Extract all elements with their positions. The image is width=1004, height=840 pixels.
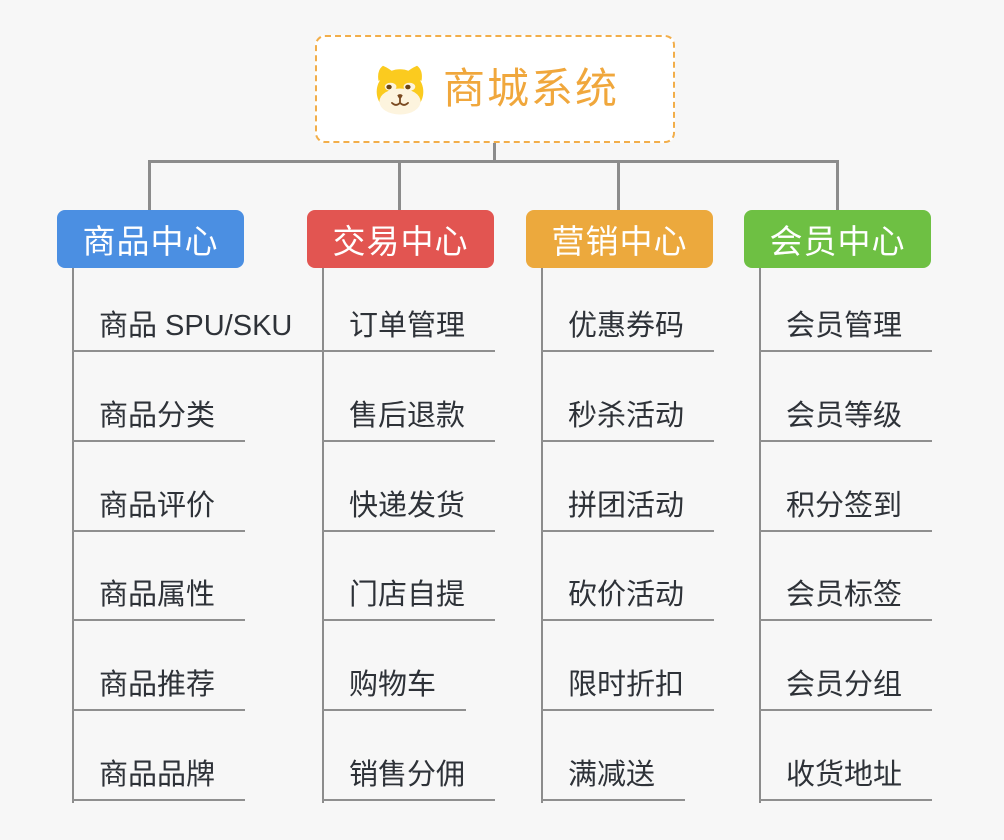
leaf-node[interactable]: 销售分佣 xyxy=(322,747,496,801)
leaf-node[interactable]: 购物车 xyxy=(322,657,467,711)
connector-drop xyxy=(148,160,151,212)
leaf-node[interactable]: 限时折扣 xyxy=(541,657,715,711)
connector-drop xyxy=(836,160,839,212)
leaf-node[interactable]: 会员标签 xyxy=(759,567,933,621)
connector-bus xyxy=(148,160,839,163)
leaf-node[interactable]: 拼团活动 xyxy=(541,478,715,532)
connector-root-stub xyxy=(493,141,496,162)
leaf-node[interactable]: 会员等级 xyxy=(759,388,933,442)
leaf-node[interactable]: 订单管理 xyxy=(322,298,496,352)
leaf-node[interactable]: 商品品牌 xyxy=(72,747,246,801)
leaf-node[interactable]: 快递发货 xyxy=(322,478,496,532)
branch-spine xyxy=(541,268,543,803)
dog-face-icon xyxy=(376,65,424,115)
leaf-node[interactable]: 商品评价 xyxy=(72,478,246,532)
leaf-node[interactable]: 满减送 xyxy=(541,747,686,801)
root-node[interactable]: 商城系统 xyxy=(315,35,675,143)
branch-title: 商品中心 xyxy=(82,223,219,260)
branch-node-member-center[interactable]: 会员中心 xyxy=(744,210,931,268)
leaf-node[interactable]: 会员分组 xyxy=(759,657,933,711)
leaf-node[interactable]: 积分签到 xyxy=(759,478,933,532)
connector-drop xyxy=(398,160,401,212)
leaf-node[interactable]: 商品分类 xyxy=(72,388,246,442)
branch-spine xyxy=(72,268,74,803)
connector-drop xyxy=(617,160,620,212)
leaf-node[interactable]: 会员管理 xyxy=(759,298,933,352)
leaf-node[interactable]: 优惠券码 xyxy=(541,298,715,352)
branch-node-product-center[interactable]: 商品中心 xyxy=(57,210,244,268)
root-title: 商城系统 xyxy=(442,65,619,112)
leaf-node[interactable]: 门店自提 xyxy=(322,567,496,621)
branch-node-marketing-center[interactable]: 营销中心 xyxy=(526,210,713,268)
branch-node-trade-center[interactable]: 交易中心 xyxy=(307,210,494,268)
branch-title: 会员中心 xyxy=(769,223,906,260)
branch-spine xyxy=(759,268,761,803)
leaf-node[interactable]: 收货地址 xyxy=(759,747,933,801)
leaf-node[interactable]: 商品属性 xyxy=(72,567,246,621)
leaf-node[interactable]: 售后退款 xyxy=(322,388,496,442)
leaf-node[interactable]: 秒杀活动 xyxy=(541,388,715,442)
branch-title: 交易中心 xyxy=(332,223,469,260)
leaf-node[interactable]: 商品推荐 xyxy=(72,657,246,711)
branch-title: 营销中心 xyxy=(551,223,688,260)
leaf-node[interactable]: 砍价活动 xyxy=(541,567,715,621)
leaf-node[interactable]: 商品 SPU/SKU xyxy=(72,298,323,352)
branch-spine xyxy=(322,268,324,803)
